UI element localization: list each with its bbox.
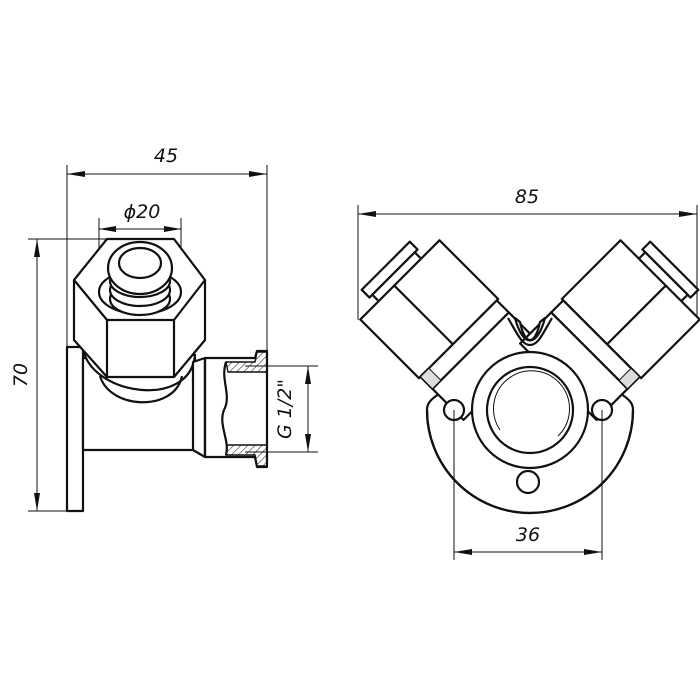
width-label-85: 85 (515, 186, 539, 208)
width-label: 45 (154, 145, 178, 167)
hole-spacing-label: 36 (516, 524, 540, 546)
dimension-thread: G 1/2" (245, 365, 318, 453)
diameter-label: ϕ20 (124, 201, 161, 223)
threaded-nipple (97, 240, 183, 317)
dimension-36: 36 (453, 410, 603, 560)
height-label: 70 (10, 363, 32, 387)
dimension-70: 70 (10, 238, 107, 512)
thread-label: G 1/2" (274, 379, 296, 439)
side-view: 45 ϕ20 70 (10, 145, 318, 513)
wall-plate (65, 345, 85, 513)
side-outlet (191, 349, 269, 469)
mounting-hole-bottom (515, 469, 541, 495)
top-view: 85 3 (345, 186, 700, 560)
dimension-85: 85 (357, 186, 698, 320)
outlet-bore (485, 365, 575, 455)
dimension-45: 45 (66, 145, 268, 353)
